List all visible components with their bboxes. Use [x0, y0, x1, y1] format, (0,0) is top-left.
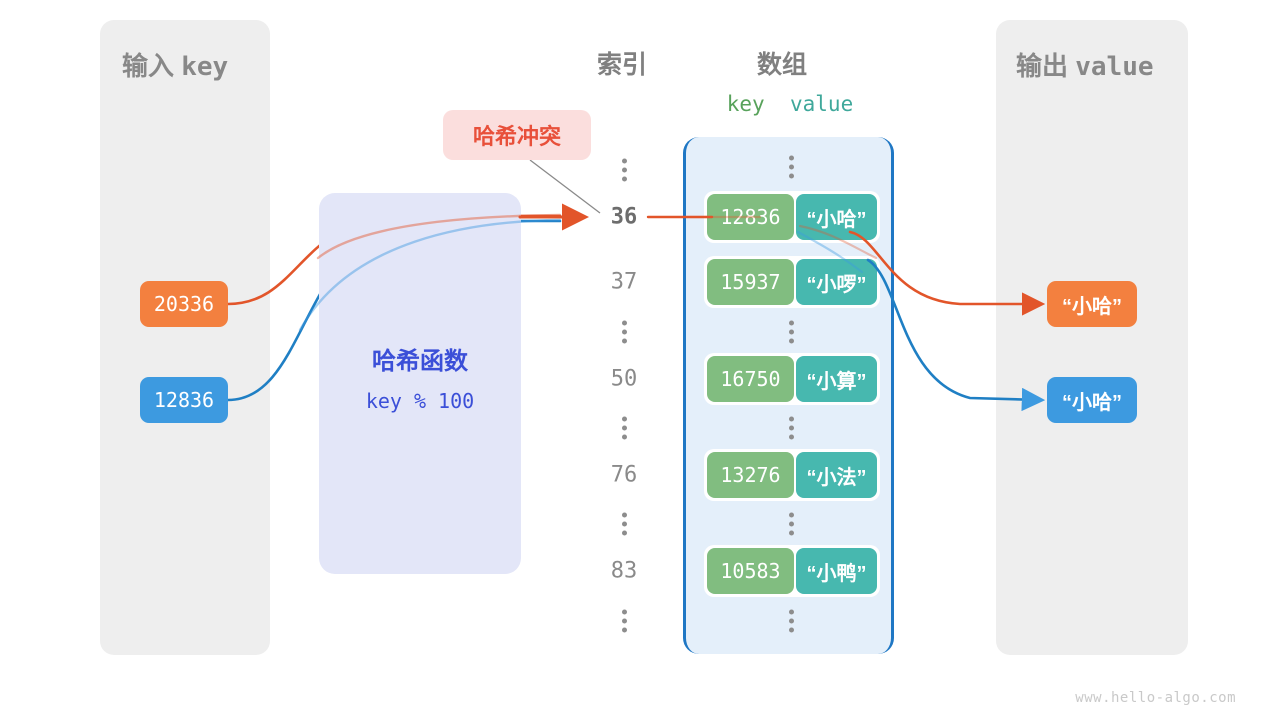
index-label-50: 50	[610, 366, 638, 392]
bucket-key: 16750	[707, 356, 794, 402]
input-panel-title-mono: key	[181, 52, 229, 82]
output-value-panel: 输出 value	[996, 20, 1188, 655]
bucket-value: “小法”	[795, 452, 877, 498]
header-key-label: key	[726, 92, 765, 116]
array-ellipsis	[686, 416, 897, 440]
index-label-76: 76	[610, 462, 638, 488]
key-value-header: key value	[684, 92, 896, 116]
index-ellipsis	[592, 609, 656, 633]
input-key-chip-20336[interactable]: 20336	[140, 281, 228, 327]
input-key-chip-12836[interactable]: 12836	[140, 377, 228, 423]
hash-collision-badge: 哈希冲突	[443, 110, 591, 160]
output-panel-title-cn: 输出	[1016, 51, 1069, 81]
index-label-36: 36	[610, 204, 638, 230]
index-ellipsis	[592, 512, 656, 536]
input-panel-title-cn: 输入	[122, 51, 175, 81]
index-label-37: 37	[610, 269, 638, 295]
bucket-key: 12836	[707, 194, 794, 240]
hash-function-formula: key % 100	[365, 389, 475, 413]
output-panel-title: 输出 value	[1016, 46, 1154, 83]
header-value-label: value	[790, 92, 854, 116]
bucket-value: “小算”	[795, 356, 877, 402]
index-label-83: 83	[610, 558, 638, 584]
index-column: 36 37 50 76 83	[592, 140, 656, 650]
hash-function-box: 哈希函数 key % 100	[319, 193, 521, 574]
bucket-value: “小哈”	[795, 194, 877, 240]
array-ellipsis	[686, 320, 897, 344]
array-container: 12836 “小哈” 15937 “小啰” 16750 “小算” 13276 “…	[683, 137, 894, 654]
index-ellipsis	[592, 416, 656, 440]
input-panel-title: 输入 key	[122, 46, 228, 83]
output-panel-title-mono: value	[1075, 52, 1154, 82]
table-row[interactable]: 16750 “小算”	[704, 353, 880, 405]
watermark: www.hello-algo.com	[1075, 690, 1236, 706]
hash-function-title: 哈希函数	[372, 348, 468, 375]
array-ellipsis	[686, 512, 897, 536]
table-row[interactable]: 10583 “小鸭”	[704, 545, 880, 597]
index-ellipsis	[592, 320, 656, 344]
table-row[interactable]: 12836 “小哈”	[704, 191, 880, 243]
heading-array: 数组	[757, 51, 808, 79]
bucket-value: “小啰”	[795, 259, 877, 305]
bucket-key: 13276	[707, 452, 794, 498]
array-ellipsis	[686, 609, 897, 633]
table-row[interactable]: 13276 “小法”	[704, 449, 880, 501]
heading-index: 索引	[597, 51, 648, 79]
input-key-panel: 输入 key	[100, 20, 270, 655]
bucket-key: 15937	[707, 259, 794, 305]
bucket-key: 10583	[707, 548, 794, 594]
index-ellipsis	[592, 158, 656, 182]
table-row[interactable]: 15937 “小啰”	[704, 256, 880, 308]
output-value-chip-1[interactable]: “小哈”	[1047, 281, 1137, 327]
array-ellipsis	[686, 155, 897, 179]
bucket-value: “小鸭”	[795, 548, 877, 594]
output-value-chip-2[interactable]: “小哈”	[1047, 377, 1137, 423]
